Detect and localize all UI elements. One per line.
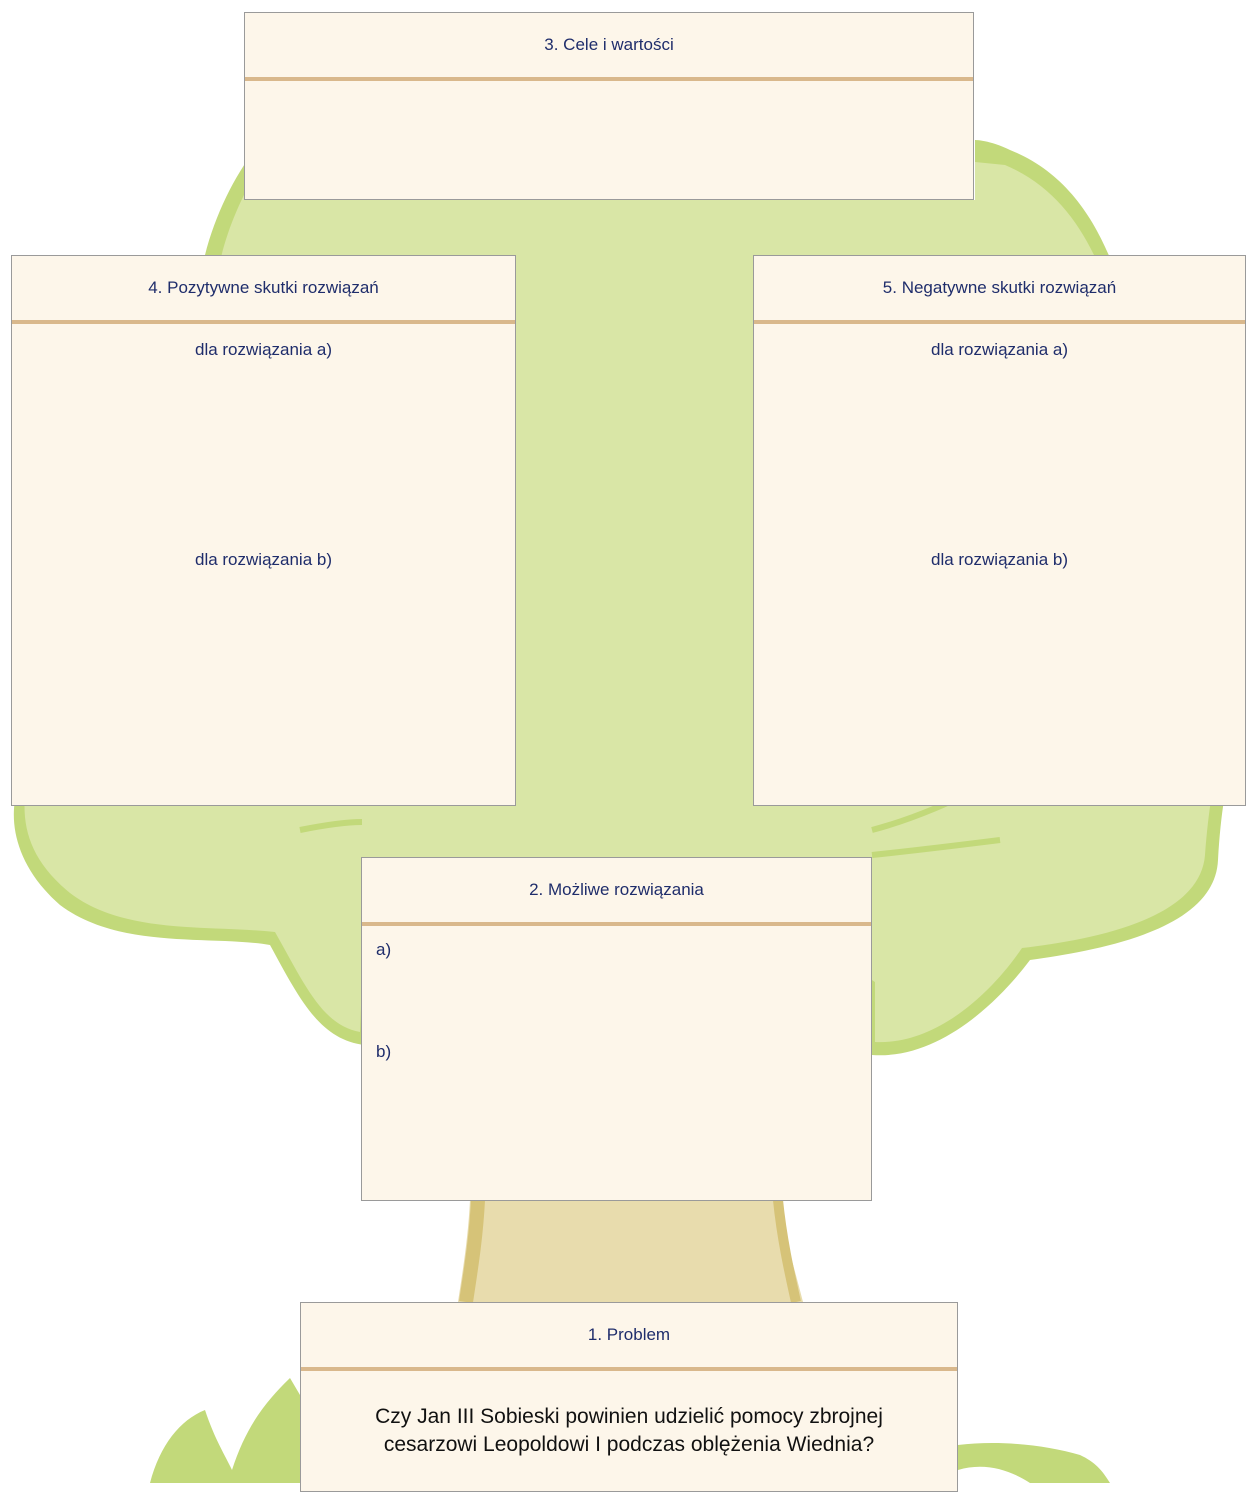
solutions-area[interactable]: a) b): [362, 926, 871, 1200]
problem-question-line-1: Czy Jan III Sobieski powinien udzielić p…: [375, 1405, 883, 1428]
problem-box: 1. Problem Czy Jan III Sobieski powinien…: [300, 1302, 958, 1492]
problem-question-line-2: cesarzowi Leopoldowi I podczas oblężenia…: [383, 1433, 875, 1457]
negative-sub-b-label: dla rozwiązania b): [930, 550, 1068, 569]
negative-effects-box: 5. Negatywne skutki rozwiązań dla rozwią…: [753, 255, 1246, 806]
problem-question: Czy Jan III Sobieski powinien udzielić p…: [301, 1371, 957, 1460]
goals-box: 3. Cele i wartości: [244, 12, 974, 200]
negative-effects-area[interactable]: dla rozwiązania a) dla rozwiązania b): [754, 324, 1245, 805]
solution-b-label: b): [376, 1042, 392, 1061]
negative-effects-title: 5. Negatywne skutki rozwiązań: [754, 256, 1245, 324]
trunk-edge-left: [459, 1199, 485, 1304]
positive-sub-b-label: dla rozwiązania b): [194, 550, 332, 569]
solution-a-label: a): [376, 940, 392, 959]
positive-effects-box: 4. Pozytywne skutki rozwiązań dla rozwią…: [11, 255, 516, 806]
positive-effects-title: 4. Pozytywne skutki rozwiązań: [12, 256, 515, 324]
roots-left: [150, 1378, 300, 1483]
goals-area[interactable]: [245, 81, 973, 197]
positive-effects-area[interactable]: dla rozwiązania a) dla rozwiązania b): [12, 324, 515, 805]
positive-sub-a-label: dla rozwiązania a): [194, 340, 332, 359]
trunk-edge-right: [773, 1199, 801, 1304]
problem-title: 1. Problem: [301, 1303, 957, 1371]
negative-sub-a-label: dla rozwiązania a): [930, 340, 1068, 359]
solutions-title: 2. Możliwe rozwiązania: [362, 858, 871, 926]
goals-title: 3. Cele i wartości: [245, 13, 973, 81]
solutions-box: 2. Możliwe rozwiązania a) b): [361, 857, 872, 1201]
root-right: [958, 1443, 1110, 1483]
tree-trunk: [458, 1200, 803, 1302]
